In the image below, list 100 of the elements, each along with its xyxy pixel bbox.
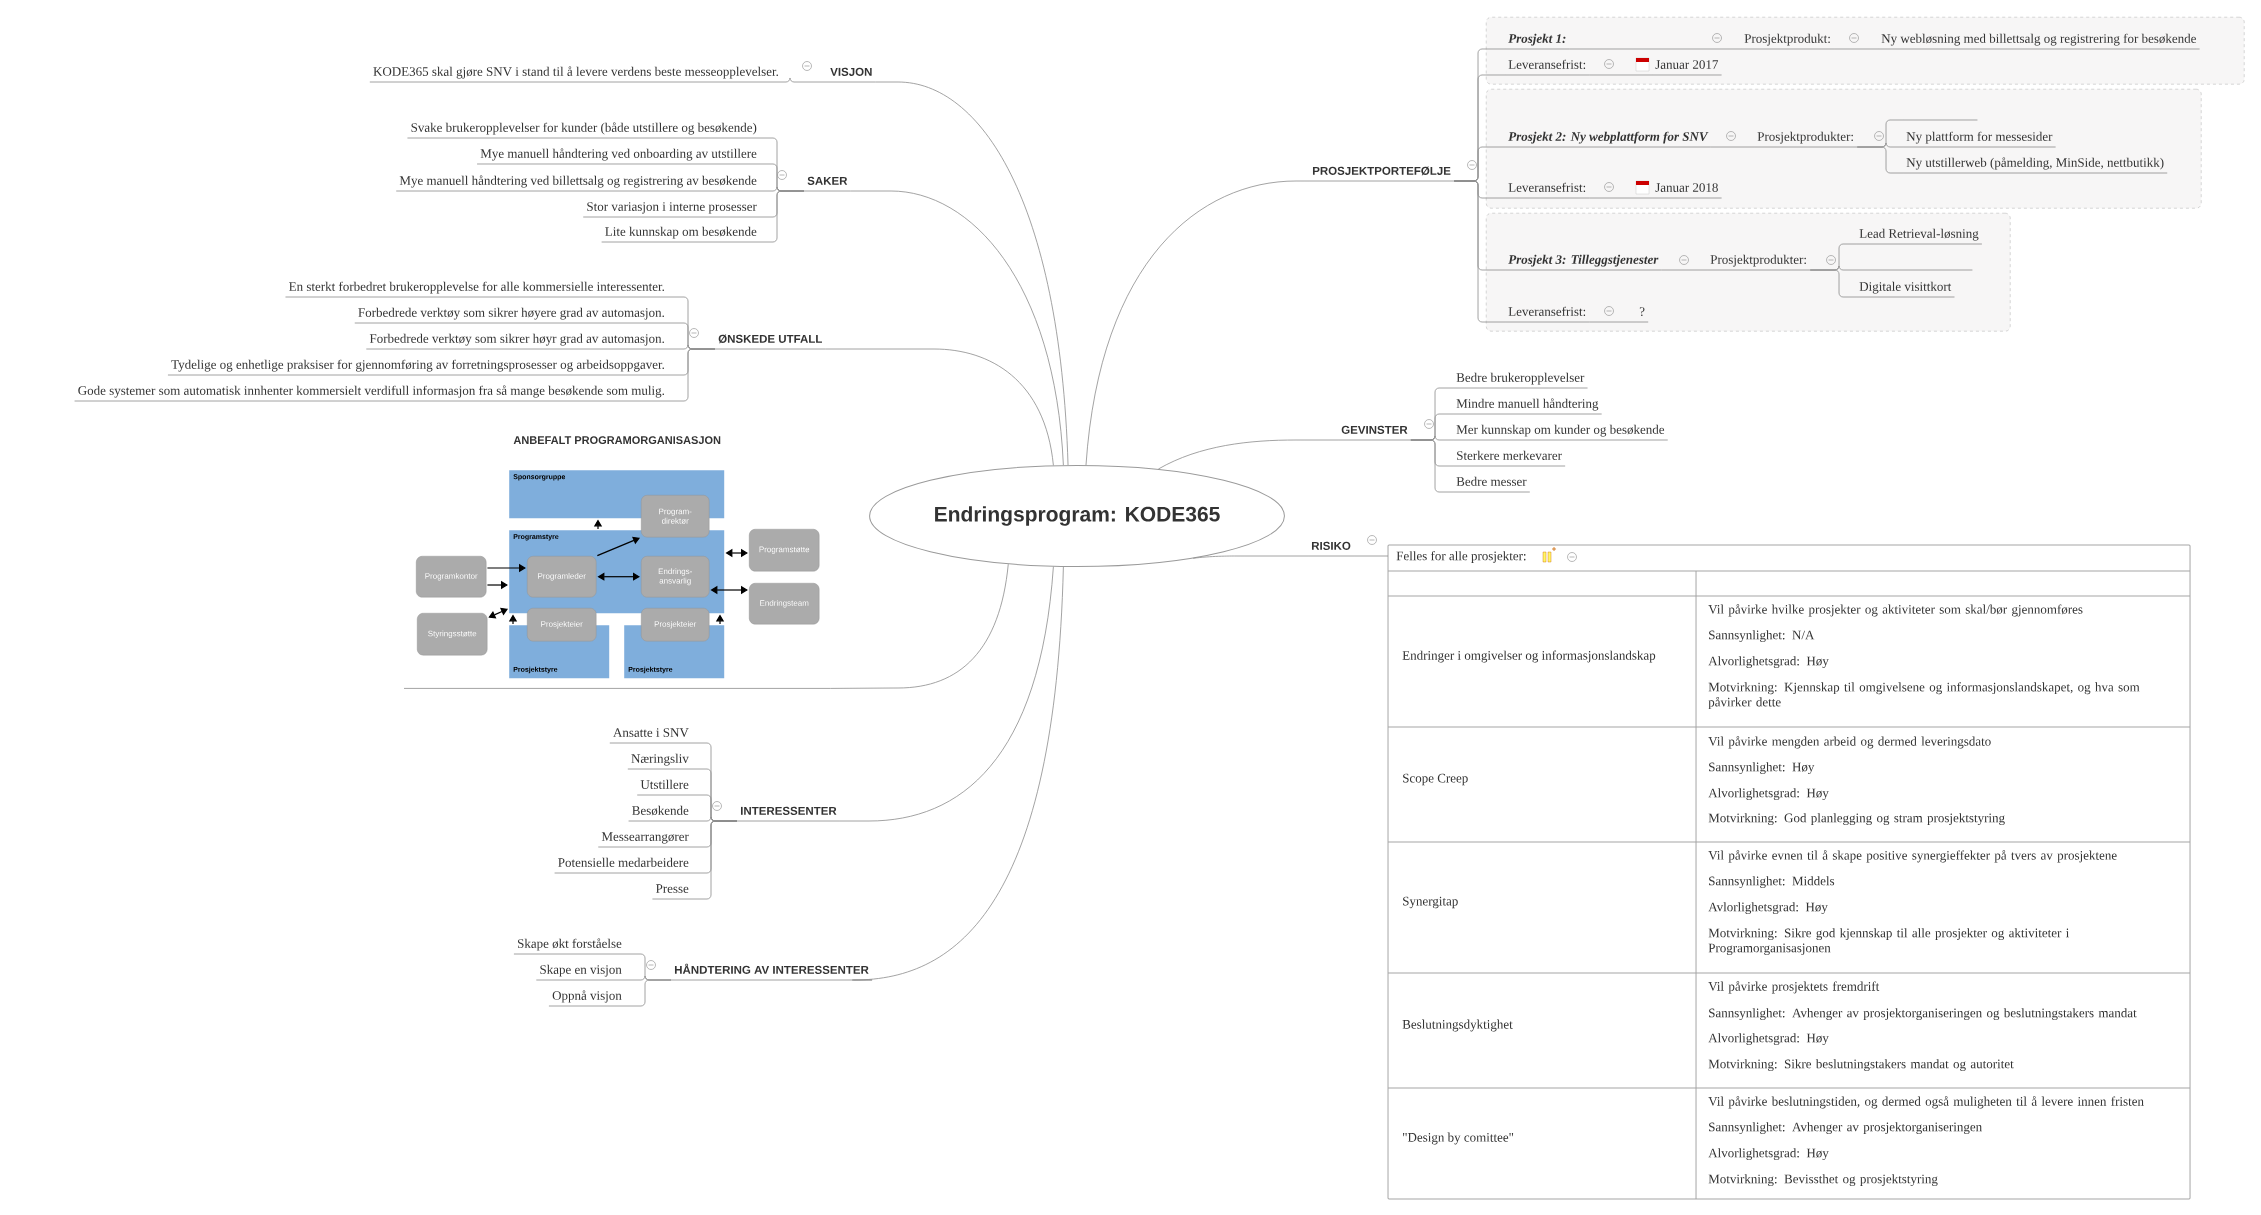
topic-label: Besøkende [628, 805, 693, 822]
table-cell-text: Sannsynlighet: Avhenger av prosjektorganiseringen og beslutningstakers mandat [1709, 1008, 2137, 1021]
topic-label: Leveransefrist: [1504, 306, 1590, 323]
branch-label: ØNSKEDE UTFALL [714, 334, 826, 350]
topic-label: Leveransefrist: [1504, 59, 1590, 76]
branch-label: INTERESSENTER [736, 806, 841, 822]
branch-label: GEVINSTER [1337, 425, 1412, 441]
topic-label: Digitale visittkort [1855, 281, 1955, 298]
project-box [1486, 89, 2202, 209]
connector [691, 820, 738, 900]
topic-label: Skape en visjon [535, 964, 626, 981]
topic-label: Mye manuell håndtering ved onboarding av utstillere [476, 148, 761, 165]
table-cell-text: Sannsynlighet: Avhenger av prosjektorganiseringen [1709, 1122, 1982, 1135]
connector [1085, 180, 1310, 466]
topic-label: Mer kunnskap om kunder og besøkende [1452, 424, 1669, 441]
topic-label: Ansatte i SNV [609, 728, 693, 744]
connector [1157, 439, 1339, 470]
project-title: Prosjekt 1: [1504, 33, 1570, 50]
project-title: Prosjekt 3: Tilleggstjenester [1504, 254, 1662, 271]
connector [1809, 269, 1857, 298]
connector [1833, 48, 1879, 50]
table-cell-text: Endringer i omgivelser og informasjonslandskap [1402, 650, 1656, 663]
connector [830, 563, 1009, 689]
connector [759, 190, 805, 243]
table-cell-text: Alvorlighetsgrad: Høy [1708, 1033, 1829, 1046]
branch-label: SAKER [803, 176, 852, 192]
connector [850, 190, 1064, 466]
role-box: Styringsstøtte [417, 613, 488, 656]
table-cell-text: Vil påvirke evnen til å skape positive synergieffekter på tvers av prosjektene [1708, 850, 2117, 863]
connector [1589, 74, 1653, 76]
role-box: Programleder [527, 556, 597, 598]
topic-label: Mindre manuell håndtering [1452, 398, 1603, 415]
table-cell-text: Alvorlighetsgrad: Høy [1708, 656, 1829, 669]
connector [1569, 48, 1742, 50]
table-cell-text: Scope Creep [1403, 773, 1468, 786]
topic-label: Messearrangører [597, 832, 693, 848]
branch-label: PROSJEKTPORTEFØLJE [1308, 166, 1455, 182]
connector [667, 348, 716, 402]
topic-label: Presse [652, 884, 693, 900]
topic-label: Næringsliv [627, 753, 693, 770]
topic-label: Utstillere [636, 779, 693, 796]
branch-label: HÅNDTERING AV INTERESSENTER [670, 963, 873, 981]
topic-label: Gode systemer som automatisk innhenter kommersielt verdifull informasjon fra så mange besøkende som mulig. [74, 385, 669, 402]
table-cell-text: Vil påvirke mengden arbeid og dermed leveringsdato [1708, 736, 1991, 749]
connector [875, 81, 1069, 466]
connector [1710, 146, 1755, 148]
topic-label: Svake brukeropplevelser for kunder (både utstillere og besøkende) [407, 122, 761, 139]
table-cell-text: Motvirkning: God planlegging og stram prosjektstyring [1708, 813, 2005, 826]
role-box: Programkontor [416, 556, 487, 598]
topic-label: Potensielle medarbeidere [554, 857, 693, 874]
branch-label: VISJON [826, 67, 876, 83]
table-cell-text: Sannsynlighet: Middels [1709, 876, 1835, 889]
connector [1410, 439, 1454, 493]
connector [825, 348, 1054, 466]
topic-label: Stor variasjon i interne prosesser [582, 202, 761, 218]
project-title: Prosjekt 2: Ny webplattform for SNV [1504, 131, 1712, 148]
topic-label: Ny plattform for messesider [1902, 131, 2057, 148]
connector [624, 979, 672, 1007]
role-box: Programstøtte [749, 529, 820, 572]
topic-label: Forbedrede verktøy som sikrer høyere grad av automasjon. [354, 307, 669, 324]
table-cell-text: Beslutningsdyktighet [1402, 1019, 1513, 1032]
topic-label: Ny webløsning med billettsalg og registrering for besøkende [1877, 33, 2200, 50]
table-cell-text: Motvirkning: Sikre beslutningstakers mandat og autoritet [1708, 1059, 2014, 1072]
connector [1453, 180, 1506, 323]
topic-label: Ny utstillerweb (påmelding, MinSide, nettbutikk) [1902, 157, 2168, 174]
table-cell-text: Alvorlighetsgrad: Høy [1708, 1148, 1829, 1161]
topic-label: Bedre brukeropplevelser [1452, 372, 1588, 389]
topic-label: Lite kunnskap om besøkende [601, 226, 761, 243]
topic-label: Prosjektprodukter: [1753, 131, 1858, 148]
connector [1589, 197, 1653, 199]
topic-label: Januar 2017 [1651, 60, 1722, 76]
topic-label: Prosjektprodukter: [1706, 254, 1811, 271]
topic-label: Tydelige og enhetlige praksiser for gjennomføring av forretningsprosesser og arbeidsoppgaver. [167, 359, 669, 376]
table-cell-text: Vil påvirke prosjektets fremdrift [1708, 981, 1880, 994]
topic-label: Leveransefrist: [1504, 182, 1590, 199]
topic-label: Forbedrede verktøy som sikrer høyr grad av automasjon. [365, 333, 669, 350]
role-box: Program- direktør [641, 495, 710, 538]
topic-label: Mye manuell håndtering ved billettsalg og registrering av besøkende [395, 175, 761, 192]
topic-label: KODE365 skal gjøre SNV i stand til å levere verdens beste messeopplevelser. [369, 66, 783, 83]
topic-label: Oppnå visjon [548, 990, 626, 1007]
project-box [1486, 213, 2011, 332]
topic-label: Sterkere merkevarer [1452, 450, 1566, 467]
table-cell-text: Alvorlighetsgrad: Høy [1708, 788, 1829, 801]
branch-label: RISIKO [1307, 541, 1355, 557]
connector [781, 77, 828, 83]
connector [1353, 555, 1389, 557]
role-box: Prosjekteier [527, 608, 597, 642]
table-cell-text: Motvirkning: Bevissthet og prosjektstyring [1708, 1174, 1938, 1187]
topic-label: Januar 2018 [1651, 183, 1722, 199]
table-cell-text: Avlorlighetsgrad: Høy [1708, 902, 1828, 915]
topic-label: Skape økt forståelse [513, 938, 626, 955]
table-cell-text: Vil påvirke beslutningstiden, og dermed også muligheten til å levere innen fristen [1708, 1096, 2144, 1109]
topic-label: En sterkt forbedret brukeropplevelse for alle kommersielle interessenter. [285, 281, 669, 298]
table-cell-text: Vil påvirke hvilke prosjekter og aktiviteter som skal/bør gjennomføres [1708, 604, 2083, 617]
role-box: Endringsteam [749, 583, 820, 625]
role-box: Prosjekteier [641, 608, 710, 642]
table-cell-text: "Design by comittee" [1403, 1132, 1514, 1145]
connector [1192, 555, 1309, 559]
table-cell-text: Motvirkning: Sikre god kjennskap til alle prosjekter og aktiviteter i Programorganisasjonen [1708, 928, 2070, 956]
project-box [1486, 17, 2245, 85]
